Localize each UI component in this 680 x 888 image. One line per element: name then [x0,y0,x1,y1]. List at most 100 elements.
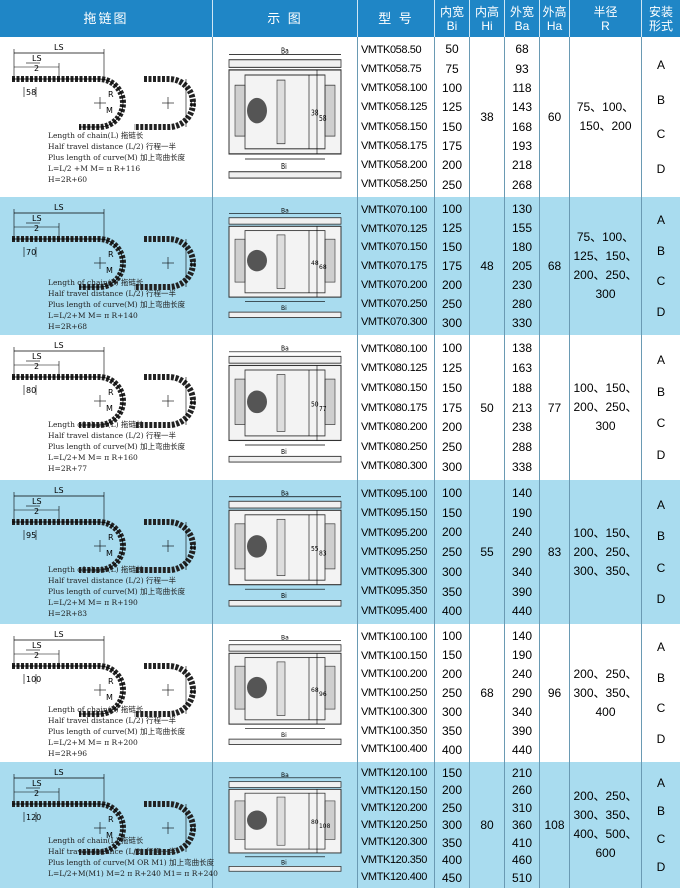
half-ls-label: LS [32,779,42,788]
inner-height-cell: 68 [470,624,505,762]
formula-line: Plus length of curve(M OR M1) 加上弯曲长度 [48,858,215,867]
inner-width-value: 250 [441,545,463,559]
outer-height-cell: 83 [540,480,570,624]
outer-width-value: 510 [511,870,533,885]
bi-label: Bi [281,163,287,172]
model-code: VMTK058.100 [361,82,427,95]
formula-line: Length of chain(L) 拖链长 [48,420,144,429]
m-label: M [106,404,113,413]
model-code: VMTK095.400 [361,604,427,617]
end-dim-label: 70 [26,248,36,257]
outer-width-value: 290 [511,686,533,700]
inner-width-value: 350 [441,835,463,850]
r-label: R [108,90,114,99]
model-code: VMTK080.150 [361,381,427,394]
outer-width-value: 193 [511,138,533,153]
ls-label: LS [54,341,64,350]
inner-width-value: 250 [441,297,463,311]
chain-diagram: LS LS 2 R M H 95 [12,486,196,573]
bi-label: Bi [281,732,287,739]
half-divisor-label: 2 [34,789,39,798]
outer-height-value: 68 [547,259,562,273]
formula-line: Length of chain(L) 拖链长 [48,836,144,845]
cross-section-schematic: Ba 68 96 Bi [228,634,342,745]
outer-width-value: 155 [511,221,533,235]
formula-line: L=L/2+M M= π R+140 [48,311,138,320]
inner-width-value: 100 [441,340,463,355]
radius-value: 100、150、200、250、300、350、 [573,525,638,578]
inner-width-value: 150 [441,240,463,254]
inner-height-value: 55 [480,545,494,559]
outer-width-value: 238 [511,420,533,435]
model-code: VMTK120.150 [361,784,427,797]
ba-label: Ba [281,47,289,56]
half-ls-label: LS [32,352,42,361]
outer-width-value: 140 [511,629,533,643]
model-code: VMTK100.250 [361,687,427,699]
formula-line: L=L/2 +M M= π R+116 [48,164,141,173]
half-divisor-label: 2 [34,64,39,73]
schematic-cell: Ba 48 68 Bi [213,197,358,335]
mount-mode: B [656,243,665,258]
outer-width-value: 360 [511,818,533,832]
inner-width-value: 300 [441,705,463,719]
radius-value: 200、250、300、350、400 [573,666,638,719]
outer-height-cell: 68 [540,197,570,335]
schematic-cell: Ba 50 77 Bi [213,335,358,480]
radius-cell: 200、250、300、350、400 [570,624,642,762]
bi-label: Bi [281,861,287,867]
inner-height-cell: 55 [470,480,505,624]
mount-mode: C [656,416,666,431]
inner-width-value: 125 [441,360,463,375]
ls-label: LS [54,768,64,777]
inner-width-value: 125 [441,221,463,235]
m-label: M [106,693,113,702]
outer-width-value: 310 [511,800,533,815]
chain-diagram-cell: LS LS 2 R M H 120 Length of chain(L) 拖链长… [0,762,218,888]
inner-width-value: 100 [441,80,463,95]
model-code: VMTK058.175 [361,139,427,152]
ls-label: LS [54,486,64,495]
inner-height-cell: 38 [470,37,505,197]
hi-dim-label: 48 [311,260,319,267]
mount-mode: D [656,448,666,463]
ls-label: LS [54,630,64,639]
model-code: VMTK058.75 [361,63,422,76]
half-ls-label: LS [32,641,42,650]
schematic-cell: Ba 38 58 Bi [213,37,358,197]
outer-width-value: 240 [511,525,533,540]
formula-line: Plus length of curve(M) 加上弯曲长度 [48,727,186,736]
radius-value: 100、150、200、250、300 [573,381,638,433]
inner-width-value: 100 [441,202,463,216]
inner-width-value: 150 [441,765,463,780]
model-code: VMTK080.200 [361,421,427,434]
outer-width-value: 190 [511,505,533,520]
hi-dim-label: 55 [311,545,319,553]
formula-line: Length of chain(L) 拖链长 [48,131,144,140]
hi-dim-label: 68 [311,687,319,694]
model-code: VMTK100.350 [361,724,427,737]
outer-width-value: 338 [511,460,533,475]
formula-line: H=2R+77 [48,464,88,473]
inner-width-value: 400 [441,604,463,619]
inner-width-value: 175 [441,259,463,273]
ba-label: Ba [281,634,289,641]
model-code: VMTK095.150 [361,507,427,519]
mount-mode: D [656,860,666,874]
inner-width-value: 450 [441,870,463,885]
outer-width-value: 288 [511,440,533,455]
ls-label: LS [54,43,64,52]
radius-value: 75、100、125、150、200、250、300 [573,230,638,301]
